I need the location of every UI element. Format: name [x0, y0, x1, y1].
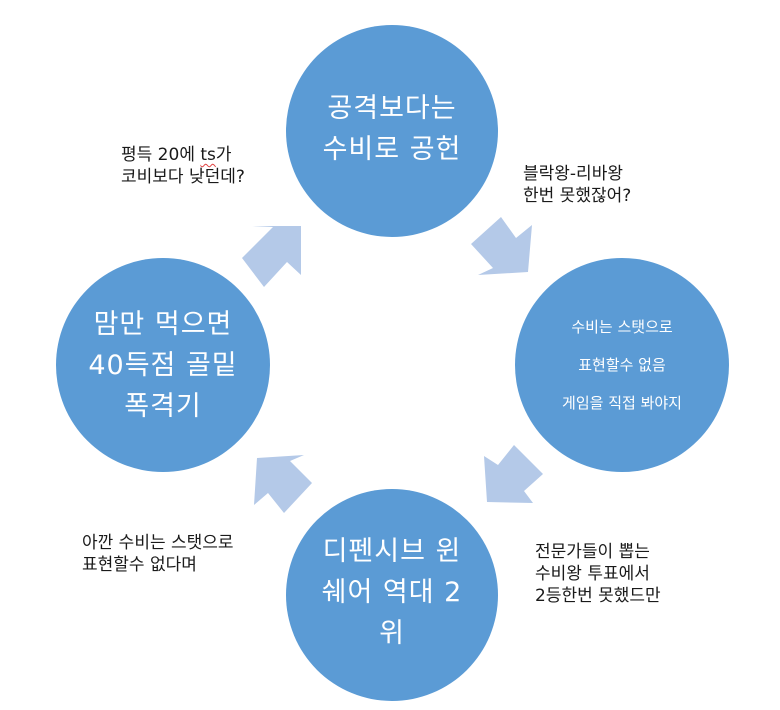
cycle-node-left: 맘만 먹으면 40득점 골밑 폭격기 [56, 258, 270, 472]
arrow-up-right-icon [242, 226, 301, 287]
annotation-bottom-left: 아깐 수비는 스탯으로 표현할수 없다며 [82, 532, 234, 576]
annotation-bottom-right: 전문가들이 뽑는 수비왕 투표에서 2등한번 못했드만 [535, 541, 661, 607]
node-text-line: 맘만 먹으면 [93, 308, 233, 340]
cycle-node-bottom: 디펜시브 윈 쉐어 역대 2 위 [286, 489, 498, 701]
arrow-down-right-icon [471, 217, 532, 275]
arrow-up-left-icon [254, 455, 312, 513]
node-text-line: 수비는 스탯으로 [571, 318, 673, 336]
annotation-line: 표현할수 없다며 [82, 555, 197, 575]
node-text-line: 표현할수 없음 [578, 356, 666, 374]
node-text-line: 디펜시브 윈 [322, 535, 462, 567]
node-text-line: 40득점 골밑 [88, 349, 238, 381]
annotation-line: 한번 못했잖어? [523, 186, 632, 206]
node-text-line: 게임을 직접 봐야지 [562, 394, 682, 412]
annotation-line: 블락왕-리바왕 [523, 164, 623, 184]
annotation-line: 전문가들이 뽑는 [535, 542, 650, 562]
arrow-down-left-icon [484, 445, 543, 503]
annotation-text: 가 [215, 145, 232, 165]
annotation-line: 수비왕 투표에서 [535, 564, 650, 584]
annotation-line: 아깐 수비는 스탯으로 [82, 533, 234, 553]
annotation-line: 2등한번 못했드만 [535, 586, 661, 606]
spellcheck-flagged-word: ts [200, 145, 216, 165]
annotation-line: 코비보다 낮던데? [121, 167, 245, 187]
annotation-top-right: 블락왕-리바왕 한번 못했잖어? [523, 163, 631, 207]
annotation-top-left: 평득 20에 ts가 코비보다 낮던데? [121, 144, 245, 188]
annotation-text: 평득 20에 [121, 145, 201, 165]
cycle-node-top: 공격보다는 수비로 공헌 [286, 25, 498, 237]
node-text-line: 쉐어 역대 2 [321, 576, 463, 608]
node-text-line: 수비로 공헌 [322, 134, 462, 165]
node-text-line: 위 [379, 617, 405, 649]
node-text-line: 폭격기 [124, 390, 202, 422]
cycle-node-right: 수비는 스탯으로 표현할수 없음 게임을 직접 봐야지 [515, 258, 729, 472]
annotation-line: 평득 20에 ts가 [121, 144, 245, 166]
node-text-line: 공격보다는 [327, 93, 457, 124]
